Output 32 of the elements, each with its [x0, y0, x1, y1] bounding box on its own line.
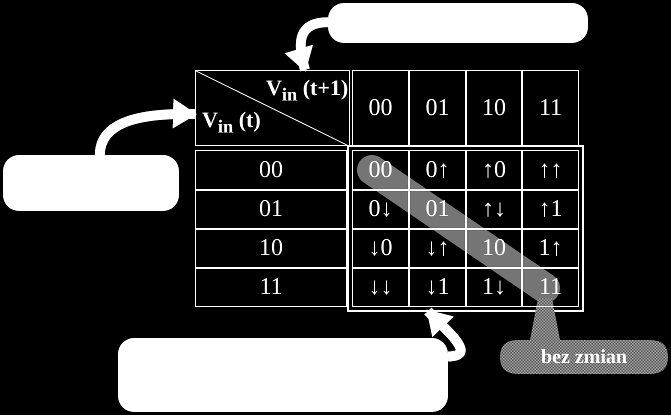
- row-header-cell: 11: [195, 268, 347, 307]
- table-cell: ↓0: [352, 229, 409, 268]
- row-header-cell: 10: [195, 229, 347, 268]
- table-cell: 0↑: [409, 150, 466, 190]
- table-cell: ↓1: [409, 268, 466, 307]
- table-cell: ↑1: [522, 190, 579, 229]
- table-cell: 01: [409, 190, 466, 229]
- column-header-cell: 00: [352, 70, 409, 146]
- callout-box: [3, 155, 179, 211]
- table-cell: 0↓: [352, 190, 409, 229]
- table-cell: ↓↑: [409, 229, 466, 268]
- table-border: [347, 145, 584, 312]
- row-header-cell: 01: [195, 190, 347, 229]
- row-header-cell: 00: [195, 150, 347, 190]
- table-cell: ↑↓: [466, 190, 522, 229]
- curved-arrow: [284, 17, 328, 72]
- axis-label: V$_{in}$ (t+1): [266, 75, 348, 106]
- column-header-cell: 01: [409, 70, 466, 146]
- table-cell: ↓↓: [352, 268, 409, 307]
- column-header-cell: 10: [466, 70, 522, 146]
- axis-label: V$_{in}$ (t): [202, 107, 261, 138]
- table-cell: ↑↑: [522, 150, 579, 190]
- callout-box: [118, 338, 448, 412]
- table-cell: 00: [352, 150, 409, 190]
- table-cell: 1↓: [466, 268, 522, 307]
- table-cell: 10: [466, 229, 522, 268]
- curved-arrow: [424, 308, 466, 362]
- table-cell: 1↑: [522, 229, 579, 268]
- callout-box: [328, 3, 588, 43]
- callout-bubble: [500, 298, 668, 374]
- column-header-cell: 11: [522, 70, 579, 146]
- table-cell: ↑0: [466, 150, 522, 190]
